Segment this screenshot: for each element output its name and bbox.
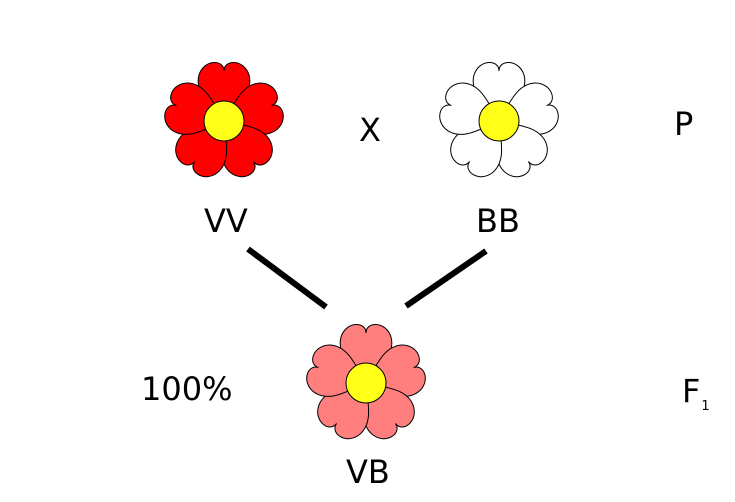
generation-label-p: P [674, 105, 694, 143]
generation-letter-f: F [682, 372, 701, 410]
generation-label-f1: F1 [682, 372, 710, 413]
cross-symbol: X [359, 111, 381, 149]
genotype-label-vv: VV [204, 202, 248, 240]
genotype-label-vb: VB [346, 453, 390, 491]
connector-left [246, 246, 328, 310]
red-flower-parent [159, 61, 289, 185]
generation-subscript: 1 [701, 399, 710, 414]
percentage-label: 100% [141, 370, 233, 408]
pink-flower-offspring [301, 323, 431, 447]
white-flower-parent [434, 61, 564, 185]
genotype-label-bb: BB [476, 202, 520, 240]
connector-right [404, 248, 488, 309]
